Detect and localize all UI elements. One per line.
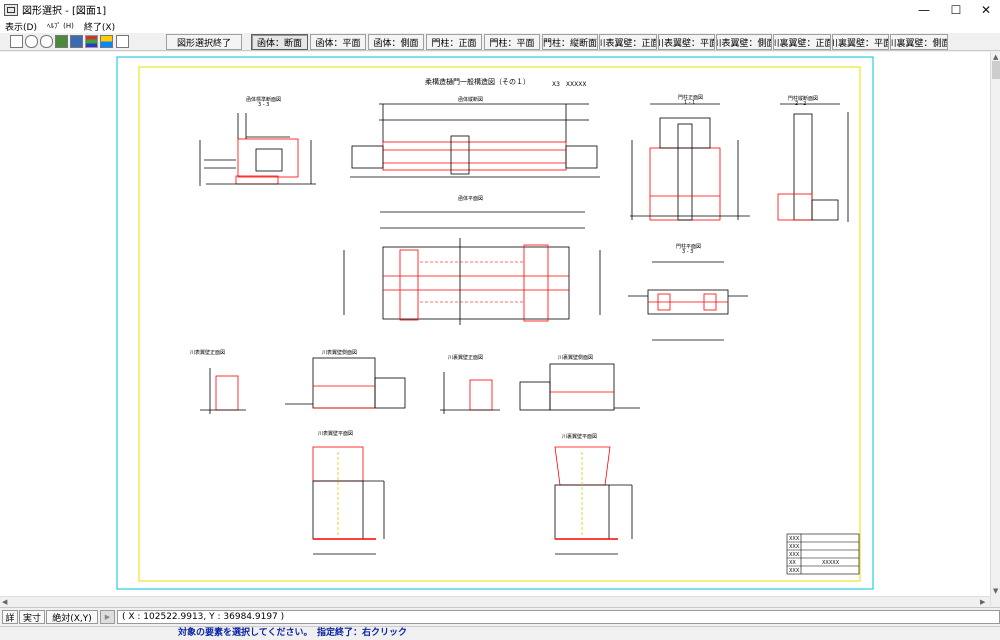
status-bar: 詳 実寸 絶対(X,Y) ▶ ( X : 102522.9913, Y : 36… bbox=[0, 607, 1000, 625]
tab-box-side[interactable]: 函体：側面 bbox=[368, 34, 424, 50]
measure-icon[interactable] bbox=[116, 35, 129, 48]
section-mark: 3 - 3 bbox=[682, 249, 694, 255]
scroll-right-icon[interactable]: ▶ bbox=[980, 598, 986, 606]
drawing-code: X3 XXXXX bbox=[552, 81, 587, 88]
view-box-longitudinal bbox=[350, 103, 600, 178]
view-label: 川表翼壁正面図 bbox=[190, 350, 226, 356]
tab-box-section[interactable]: 函体：断面 bbox=[251, 34, 308, 50]
title-block-cell: XXX bbox=[789, 544, 800, 550]
detail-button[interactable]: 詳 bbox=[2, 610, 18, 624]
view-gate-plan bbox=[628, 261, 748, 341]
tab-gate-plan[interactable]: 門柱：平面 bbox=[484, 34, 540, 50]
color-icon[interactable] bbox=[100, 35, 113, 48]
view-label: 川表翼壁側面図 bbox=[322, 350, 358, 356]
close-icon: ✕ bbox=[980, 2, 992, 17]
instruction-message: 対象の要素を選択してください。 指定終了：右クリック bbox=[178, 628, 407, 638]
maximize-icon: ☐ bbox=[950, 2, 962, 17]
title-block-cell: XX bbox=[789, 560, 796, 566]
tab-front-wing-plan[interactable]: 川表翼壁：平面 bbox=[658, 34, 715, 50]
app-icon bbox=[4, 3, 18, 16]
menu-view[interactable]: 表示(D) bbox=[5, 22, 37, 33]
section-mark: 3 - 3 bbox=[258, 102, 270, 108]
coordinate-readout: ( X : 102522.9913, Y : 36984.9197 ) bbox=[117, 610, 1000, 624]
view-label: 川裏翼壁側面図 bbox=[558, 355, 594, 361]
drawing-title: 柔構造樋門一般構造図（その１） bbox=[425, 78, 530, 86]
drawing-svg bbox=[116, 56, 874, 590]
menu-help[interactable]: ﾍﾙﾌﾟ (H) bbox=[46, 22, 74, 30]
scroll-down-icon[interactable]: ▼ bbox=[993, 587, 999, 595]
scroll-up-icon[interactable]: ▲ bbox=[993, 53, 999, 61]
view-label: 門柱縦断面図 bbox=[788, 96, 819, 102]
fit-all-icon[interactable] bbox=[70, 35, 83, 48]
view-label: 函体平面図 bbox=[458, 196, 484, 202]
view-label: 函体縦断図 bbox=[458, 97, 484, 103]
view-box-cross-section bbox=[199, 113, 316, 186]
tab-gate-front[interactable]: 門柱：正面 bbox=[426, 34, 482, 50]
tab-front-wing-front[interactable]: 川表翼壁：正面 bbox=[599, 34, 657, 50]
zoom-out-icon[interactable] bbox=[40, 35, 53, 48]
title-block-cell: XXX bbox=[789, 568, 800, 574]
toolbar: 図形選択終了 函体：断面 函体：平面 函体：側面 門柱：正面 門柱：平面 門柱：… bbox=[0, 33, 1000, 51]
maximize-button[interactable]: ☐ bbox=[938, 0, 974, 19]
menu-bar: 表示(D) ﾍﾙﾌﾟ (H) 終了(X) bbox=[0, 19, 1000, 33]
view-label: 川表翼壁平面図 bbox=[318, 431, 354, 437]
tab-gate-longitudinal[interactable]: 門柱：縦断面 bbox=[542, 34, 598, 50]
window-title: 図形選択 - [図面1] bbox=[22, 6, 107, 17]
end-selection-button[interactable]: 図形選択終了 bbox=[166, 34, 242, 50]
view-front-wing-side bbox=[285, 357, 406, 409]
view-front-wing-front bbox=[200, 368, 246, 414]
view-label: 門柱正面図 bbox=[678, 95, 704, 101]
coord-toggle-icon: ▶ bbox=[104, 613, 111, 621]
tab-front-wing-side[interactable]: 川表翼壁：側面 bbox=[716, 34, 772, 50]
vertical-scrollbar[interactable]: ▲ ▼ bbox=[990, 52, 1000, 606]
title-bar: 図形選択 - [図面1] — ☐ ✕ bbox=[0, 0, 1000, 19]
view-front-wing-plan bbox=[312, 446, 385, 555]
title-block-cell: XXX bbox=[789, 536, 800, 542]
horizontal-scrollbar[interactable]: ◀ ▶ bbox=[0, 596, 990, 606]
vertical-scroll-thumb[interactable] bbox=[992, 61, 1000, 79]
sheet-frame-inner bbox=[138, 66, 861, 582]
drawing-canvas[interactable]: 柔構造樋門一般構造図（その１） X3 XXXXX 函体標準断面図 3 - 3 函… bbox=[0, 52, 990, 596]
section-mark: 2 - 2 bbox=[795, 101, 807, 107]
view-label: 川裏翼壁平面図 bbox=[562, 434, 598, 440]
tab-back-wing-plan[interactable]: 川裏翼壁：平面 bbox=[832, 34, 889, 50]
view-back-wing-side bbox=[519, 363, 640, 411]
section-mark: 1 - 1 bbox=[684, 100, 696, 106]
zoom-window-icon[interactable] bbox=[55, 35, 68, 48]
tab-back-wing-side[interactable]: 川裏翼壁：側面 bbox=[890, 34, 948, 50]
select-icon[interactable] bbox=[10, 35, 23, 48]
minimize-icon: — bbox=[918, 2, 930, 17]
menu-exit[interactable]: 終了(X) bbox=[83, 22, 116, 33]
view-label: 函体標準断面図 bbox=[246, 97, 282, 103]
view-gate-longitudinal bbox=[777, 103, 849, 222]
title-block-center: XXXXX bbox=[822, 560, 840, 566]
view-back-wing-plan bbox=[554, 446, 633, 555]
layer-icon[interactable] bbox=[85, 35, 98, 48]
view-label: 門柱平面図 bbox=[676, 244, 702, 250]
end-selection-label: 図形選択終了 bbox=[176, 38, 231, 49]
view-label: 川裏翼壁正面図 bbox=[448, 355, 484, 361]
title-block-cell: XXX bbox=[789, 552, 800, 558]
minimize-button[interactable]: — bbox=[906, 0, 942, 19]
title-block bbox=[786, 533, 860, 575]
sheet-frame-outer bbox=[116, 56, 874, 590]
actual-size-button[interactable]: 実寸 bbox=[19, 610, 45, 624]
tab-box-plan[interactable]: 函体：平面 bbox=[310, 34, 366, 50]
close-button[interactable]: ✕ bbox=[968, 0, 1000, 19]
zoom-in-icon[interactable] bbox=[25, 35, 38, 48]
scroll-left-icon[interactable]: ◀ bbox=[2, 598, 8, 606]
coord-toggle-button[interactable]: ▶ bbox=[100, 610, 115, 624]
view-gate-front bbox=[630, 103, 750, 221]
view-back-wing-front bbox=[440, 372, 500, 414]
tab-back-wing-front[interactable]: 川裏翼壁：正面 bbox=[773, 34, 831, 50]
absolute-coord-button[interactable]: 絶対(X,Y) bbox=[46, 610, 98, 624]
view-box-plan bbox=[343, 211, 601, 325]
message-bar: 対象の要素を選択してください。 指定終了：右クリック bbox=[0, 626, 1000, 639]
